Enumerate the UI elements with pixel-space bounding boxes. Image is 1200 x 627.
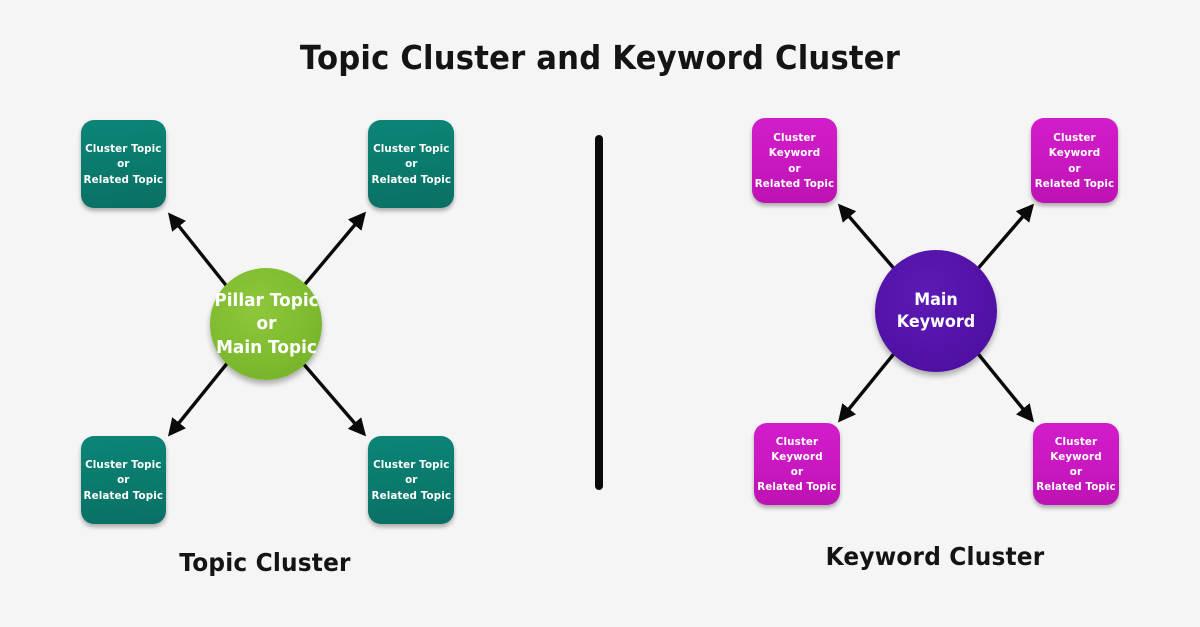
topic-node-bottom-right-label: Cluster Topic or Related Topic <box>371 458 451 502</box>
topic-node-bottom-right[interactable]: Cluster Topic or Related Topic <box>368 436 454 524</box>
keyword-node-bottom-left[interactable]: Cluster Keyword or Related Topic <box>754 423 840 505</box>
topic-node-bottom-left-label: Cluster Topic or Related Topic <box>83 458 164 502</box>
pillar-topic-circle[interactable]: Pillar Topic or Main Topic <box>210 268 322 380</box>
arrow-center-to-bottom-left <box>167 359 231 437</box>
arrow-center-to-bottom-right <box>299 359 367 437</box>
topic-cluster-caption: Topic Cluster <box>179 548 351 577</box>
topic-node-top-right[interactable]: Cluster Topic or Related Topic <box>368 120 454 208</box>
arrow-center-to-bottom-right <box>973 348 1035 423</box>
arrow-center-to-bottom-left <box>837 348 899 423</box>
arrow-center-to-top-right <box>973 203 1035 274</box>
keyword-node-top-left-label: Cluster Keyword or Related Topic <box>754 131 835 190</box>
keyword-cluster-caption: Keyword Cluster <box>825 542 1045 571</box>
arrow-center-to-top-left <box>837 203 899 274</box>
keyword-node-top-right[interactable]: Cluster Keyword or Related Topic <box>1031 118 1118 203</box>
keyword-node-bottom-right[interactable]: Cluster Keyword or Related Topic <box>1033 423 1119 505</box>
keyword-node-top-left[interactable]: Cluster Keyword or Related Topic <box>752 118 837 203</box>
vertical-divider <box>595 135 603 490</box>
arrow-center-to-top-right <box>299 211 367 291</box>
page-title: Topic Cluster and Keyword Cluster <box>299 38 901 77</box>
keyword-node-top-right-label: Cluster Keyword or Related Topic <box>1034 131 1115 190</box>
topic-node-top-left-label: Cluster Topic or Related Topic <box>83 142 164 186</box>
pillar-topic-label: Pillar Topic or Main Topic <box>213 289 319 358</box>
main-keyword-circle[interactable]: Main Keyword <box>875 250 997 372</box>
topic-node-bottom-left[interactable]: Cluster Topic or Related Topic <box>81 436 166 524</box>
topic-node-top-left[interactable]: Cluster Topic or Related Topic <box>81 120 166 208</box>
keyword-node-bottom-left-label: Cluster Keyword or Related Topic <box>757 434 837 494</box>
keyword-node-bottom-right-label: Cluster Keyword or Related Topic <box>1036 434 1116 494</box>
main-keyword-label: Main Keyword <box>896 289 976 332</box>
arrow-center-to-top-left <box>168 212 231 291</box>
topic-node-top-right-label: Cluster Topic or Related Topic <box>371 142 451 186</box>
